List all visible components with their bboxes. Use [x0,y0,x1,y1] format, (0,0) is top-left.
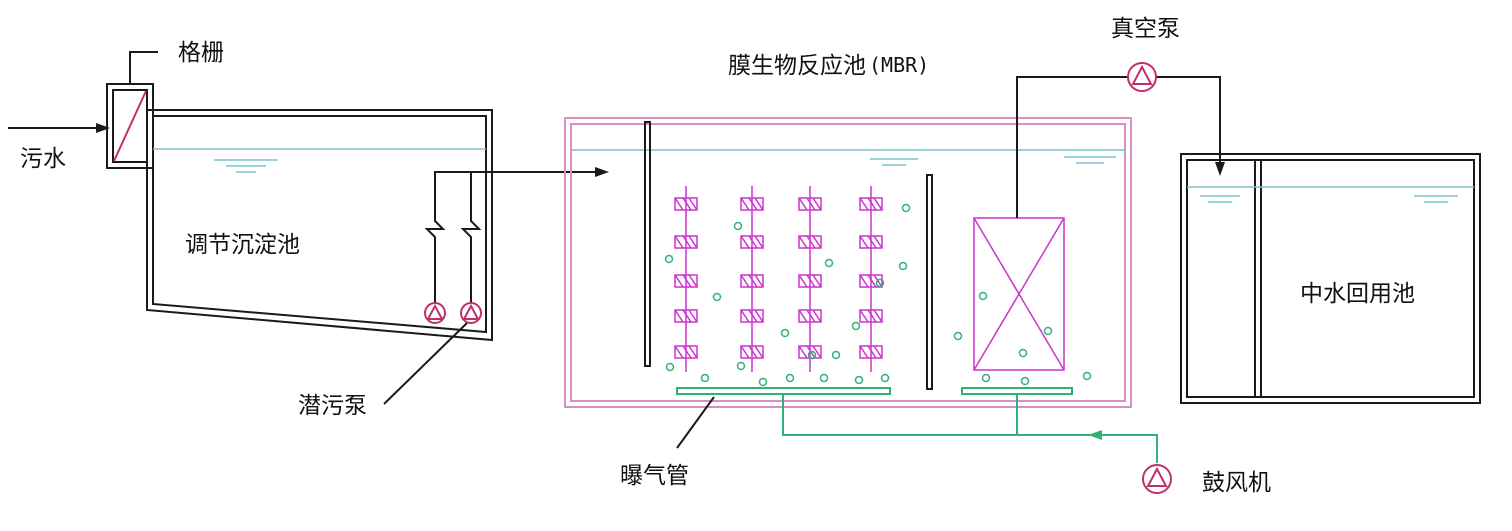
carrier-element-icon [740,345,764,359]
bubble-icon [978,291,988,301]
bubble-icon [664,254,674,264]
pump-icon [460,302,482,324]
water-level-icon [1200,195,1458,203]
carrier-column [740,186,764,372]
screen-leader-line [129,51,158,84]
aeration-diffusers [676,387,1073,395]
bubble-icon [901,203,911,213]
water-level-icon [870,156,1116,166]
bubble-icon [880,373,890,383]
mbr-tank-label: 膜生物反应池 [728,53,866,79]
bubble-icon [819,373,829,383]
bubble-icon [851,321,861,331]
bubble-icon [807,350,817,360]
bubble-icon [1043,326,1053,336]
bubble-icon [854,375,864,385]
membrane-carrier-array [674,186,883,372]
pump-icon [424,302,446,324]
bubble-icon [665,362,675,372]
vacuum-pump-icon [1127,62,1157,92]
carrier-element-icon [674,274,698,288]
carrier-column [859,186,883,372]
bubble-icon [875,278,885,288]
inflow-label: 污水 [20,146,66,172]
bubble-icon [712,292,722,302]
bubble-icon [824,258,834,268]
permeate-line [1016,76,1221,218]
baffle-wall-left [644,121,651,367]
carrier-element-icon [798,274,822,288]
bubble-icon [953,331,963,341]
carrier-element-icon [674,197,698,211]
reuse-tank-label: 中水回用池 [1300,281,1415,307]
aeration-pipe-leader-line [676,396,715,449]
bubble-icon [700,373,710,383]
water-level-icon [214,159,278,173]
carrier-element-icon [859,235,883,249]
bubble-icon [831,350,841,360]
bubble-icon [981,373,991,383]
reuse-tank [1180,153,1481,404]
blower-label: 鼓风机 [1202,470,1271,496]
vacuum-pump-label: 真空泵 [1111,16,1180,42]
carrier-element-icon [798,235,822,249]
equalization-tank-label: 调节沉淀池 [185,232,300,258]
air-supply-line [782,394,1158,463]
carrier-element-icon [740,309,764,323]
carrier-element-icon [859,309,883,323]
equalization-tank [146,109,493,342]
inflow-arrow [8,123,110,133]
bubble-icon [1082,371,1092,381]
mbr-tank-abbr: (MBR) [869,53,929,77]
carrier-element-icon [859,274,883,288]
baffle-wall-right [926,174,933,390]
carrier-element-icon [674,235,698,249]
bubble-icon [736,361,746,371]
membrane-module-icon [973,217,1065,371]
carrier-element-icon [859,197,883,211]
carrier-element-icon [859,345,883,359]
carrier-element-icon [674,345,698,359]
carrier-element-icon [798,309,822,323]
carrier-element-icon [740,235,764,249]
bubble-icon [1020,376,1030,386]
carrier-element-icon [798,197,822,211]
bubble-icon [780,328,790,338]
screen-label: 格栅 [178,40,224,66]
carrier-element-icon [674,309,698,323]
bubble-icon [733,221,743,231]
submersible-pump-label: 潜污泵 [298,393,367,419]
mbr-tank [564,117,1132,408]
pump-riser-pipes [424,171,603,303]
bubble-icon [758,377,768,387]
bubble-icon [898,261,908,271]
aeration-pipe-label: 曝气管 [620,463,689,489]
carrier-column [798,186,822,372]
carrier-element-icon [740,274,764,288]
bubble-icon [1018,348,1028,358]
flow-arrow-icon [595,167,609,177]
carrier-column [674,186,698,372]
submersible-pump-leader-line [383,322,468,405]
flow-arrow-icon [1088,430,1102,440]
bubble-icon [785,373,795,383]
flow-arrow-icon [1215,162,1225,176]
aeration-bubbles [664,203,1092,387]
carrier-element-icon [740,197,764,211]
blower-pump-icon [1142,464,1172,494]
